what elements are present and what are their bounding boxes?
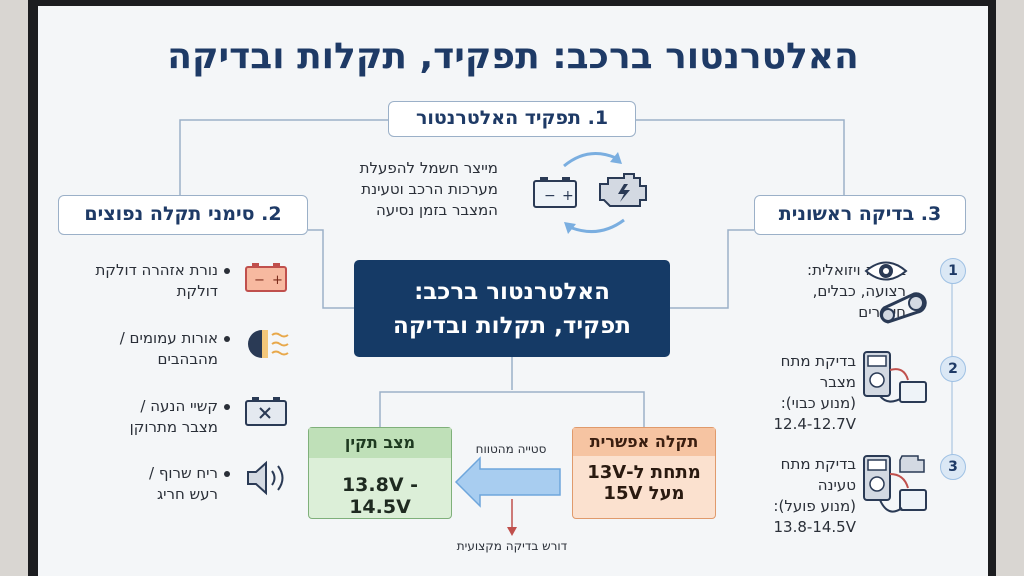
step-2-line-1: בדיקת מתח מצבר (780, 352, 856, 391)
belt-pulley-icon (879, 292, 927, 324)
connector-branches (379, 391, 645, 427)
pro-check-label: דורש בדיקה מקצועית (456, 539, 568, 553)
center-line-1: האלטרנטור ברכב: (414, 278, 610, 305)
center-topic-box: האלטרנטור ברכב: תפקיד, תקלות ובדיקה (354, 260, 670, 357)
connector-role-check (636, 119, 845, 195)
step-3-line-2: (מנוע פועל): (773, 497, 856, 515)
engine-icon (599, 173, 647, 207)
role-line-1: מייצר חשמל להפעלת (359, 159, 498, 177)
page-title: האלטרנטור ברכב: תפקיד, תקלות ובדיקה (167, 36, 859, 77)
deviation-label: סטייה מהטווח (475, 442, 547, 456)
connector-role-symptoms (179, 119, 388, 195)
symptom-2-line-1: אורות עמומים / (119, 329, 218, 347)
check-heading: 3. בדיקה ראשונית (778, 203, 942, 225)
fault-line-1: מתחת ל-13V (587, 462, 701, 483)
step-3-line-1: בדיקת מתח טעינה (780, 455, 856, 494)
deviation-arrow (454, 456, 561, 508)
step-3-line-3: 13.8-14.5V (773, 518, 856, 536)
step-number: 1 (940, 258, 966, 284)
cycle-arrows (563, 152, 625, 234)
connector-check-center (670, 229, 754, 309)
check-heading-box: 3. בדיקה ראשונית (754, 195, 966, 235)
symptom-1-line-2: דולקת (176, 282, 218, 300)
role-description: מייצר חשמל להפעלת מערכות הרכב וטעינת המצ… (338, 158, 498, 221)
symptom-item: אורות עמומים / מהבהבים (78, 328, 218, 370)
svg-text:−: − (544, 188, 556, 204)
step-1-line-2: רצועה, כבלים, (812, 282, 906, 300)
eye-icon (864, 261, 908, 281)
check-step-text: בדיקת מתח טעינה (מנוע פועל): 13.8-14.5V (746, 454, 856, 538)
role-line-3: המצבר בזמן נסיעה (376, 201, 498, 219)
step-number: 3 (940, 454, 966, 480)
speaker-icon (247, 460, 284, 496)
infographic-screen: האלטרנטור ברכב: תפקיד, תקלות ובדיקה 1. ת… (38, 6, 988, 576)
dead-battery-icon (245, 397, 287, 426)
normal-state-box: מצב תקין 13.8V - 14.5V (308, 427, 452, 519)
fault-line-2: מעל 15V (603, 483, 685, 504)
symptom-item: נורת אזהרה דולקת דולקת (78, 260, 218, 302)
connector-lines (179, 119, 953, 536)
svg-text:−: − (254, 273, 265, 288)
step-2-line-2: (מנוע כבוי): (780, 394, 856, 412)
bullet (224, 268, 230, 274)
role-heading-box: 1. תפקיד האלטרנטור (388, 101, 636, 137)
battery-warning-icon: − + (245, 263, 287, 292)
step-number: 2 (940, 356, 966, 382)
battery-icon: − + (533, 177, 577, 208)
bullet (224, 404, 230, 410)
role-heading: 1. תפקיד האלטרנטור (415, 107, 609, 129)
headlight-icon (248, 330, 289, 358)
svg-text:+: + (272, 273, 283, 288)
symptom-3-line-2: מצבר מתרוקן (129, 418, 218, 436)
symptom-1-line-1: נורת אזהרה דולקת (95, 261, 218, 279)
symptom-3-line-1: קשיי הנעה / (140, 397, 218, 415)
symptoms-heading-box: 2. סימני תקלה נפוצים (58, 195, 308, 235)
symptom-item: ריח שרוף / רעש חריג (78, 463, 218, 505)
symptom-4-line-2: רעש חריג (156, 485, 218, 503)
connector-symptoms-center (308, 229, 354, 309)
bullet (224, 471, 230, 477)
multimeter-battery-icon (863, 351, 927, 403)
svg-text:+: + (562, 188, 574, 204)
normal-heading: מצב תקין (309, 428, 451, 458)
normal-value: 13.8V - 14.5V (341, 474, 419, 518)
bullet (224, 336, 230, 342)
step-2-line-3: 12.4-12.7V (773, 415, 856, 433)
role-line-2: מערכות הרכב וטעינת (361, 180, 498, 198)
multimeter-engine-icon (863, 455, 927, 513)
symptom-4-line-1: ריח שרוף / (149, 464, 218, 482)
fault-heading: תקלה אפשרית (573, 428, 715, 456)
fault-state-box: תקלה אפשרית מתחת ל-13V מעל 15V (572, 427, 716, 519)
symptom-2-line-2: מהבהבים (157, 350, 218, 368)
center-line-2: תפקיד, תקלות ובדיקה (393, 312, 631, 339)
check-step-text: בדיקת מתח מצבר (מנוע כבוי): 12.4-12.7V (746, 351, 856, 435)
symptoms-heading: 2. סימני תקלה נפוצים (84, 203, 282, 225)
symptom-item: קשיי הנעה / מצבר מתרוקן (78, 396, 218, 438)
